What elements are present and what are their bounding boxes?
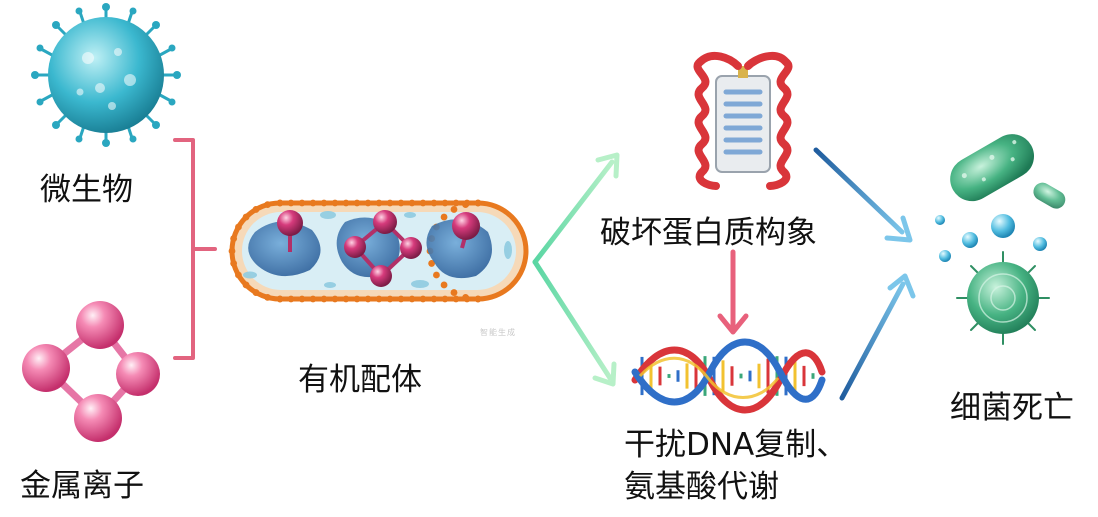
dna-double-helix-icon [631,338,826,414]
shell-dot [462,201,469,209]
shell-dot [430,295,438,303]
mof-rod-icon [228,199,529,303]
shell-dot [287,199,295,207]
shell-dot [298,199,306,207]
shell-dot [408,199,416,207]
shell-dot [342,199,350,207]
virus-icon [31,3,181,147]
shell-dot [287,295,295,303]
shell-dot [309,295,317,303]
shell-dot [397,295,405,303]
shell-dot [264,293,271,301]
watermark: 智能生成 [480,328,516,337]
label-metal-ion: 金属离子 [20,468,144,504]
shell-dot [408,295,416,303]
shell-dot [433,271,440,279]
metal-ion-cluster-icon [22,301,160,442]
shell-dot [276,295,284,303]
shell-dot [235,271,242,279]
shell-dot [331,295,339,303]
shell-dot [419,295,427,303]
shell-dot [386,199,394,207]
shell-dot [342,295,350,303]
protein-helix-icon [693,51,793,190]
grouping-bracket [173,138,217,360]
shell-dot [440,281,448,289]
protein-to-dna-arrow [717,249,749,335]
shell-dot [264,201,271,209]
shell-dot [428,260,436,267]
label-microbe: 微生物 [40,172,133,208]
shell-dot [230,260,238,267]
shell-dot [228,247,236,255]
shell-dot [242,213,250,221]
convergence-arrows [813,147,916,401]
shell-dot [419,199,427,207]
shell-dot [397,199,405,207]
shell-dot [320,199,328,207]
shell-dot [298,295,306,303]
label-dna-line2: 氨基酸代谢 [624,469,779,505]
label-dna-interference: 干扰DNA复制、 氨基酸代谢 [624,424,847,508]
shell-dot [441,295,449,303]
shell-dot [386,295,394,303]
label-dna-line1: 干扰DNA复制、 [624,427,848,463]
shell-dot [230,235,238,242]
shell-dot [474,199,482,207]
label-protein-damage: 破坏蛋白质构象 [600,215,817,251]
shell-dot [309,199,317,207]
shell-dot [252,289,260,296]
shell-dot [452,199,460,207]
label-bacteria-death: 细菌死亡 [950,390,1074,426]
branch-arrows [532,152,620,387]
shell-dot [450,206,458,213]
shell-dot [375,295,383,303]
shell-dot [375,199,383,207]
shell-dot [364,295,372,303]
shell-dot [252,206,260,213]
shell-dot [440,213,448,221]
shell-dot [441,199,449,207]
shell-dot [353,199,361,207]
shell-dot [450,289,458,296]
shell-dot [430,199,438,207]
dead-bacteria-icon [935,134,1066,345]
shell-dot [462,293,469,301]
shell-dot [353,295,361,303]
shell-dot [331,199,339,207]
shell-dot [242,281,250,289]
shell-dot [364,199,372,207]
shell-dot [452,295,460,303]
label-organic-ligand: 有机配体 [298,362,422,398]
shell-dot [235,223,242,231]
shell-dot [320,295,328,303]
shell-dot [474,295,482,303]
shell-dot [276,199,284,207]
